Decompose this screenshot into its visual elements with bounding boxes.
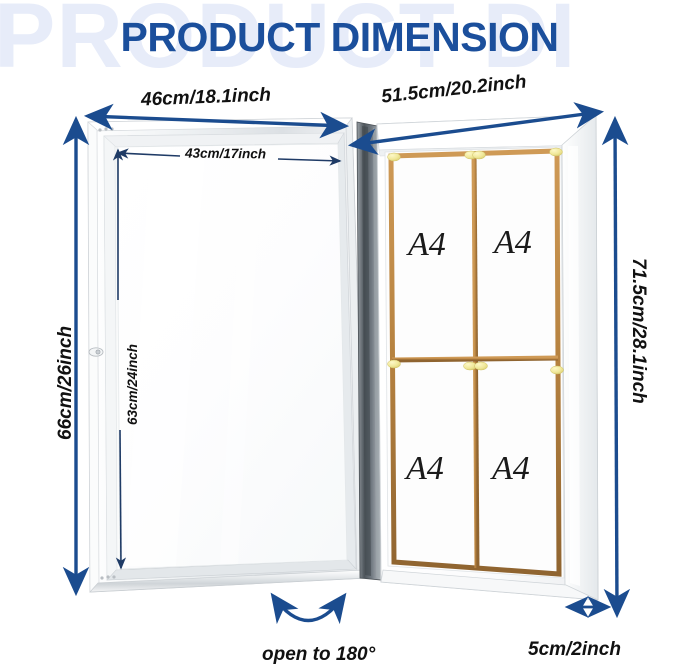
glass-door [87, 116, 367, 593]
arrow-door-inner-height-bottom [115, 429, 127, 570]
door-lock-icon [88, 347, 104, 357]
arrow-door-inner-width-right [277, 155, 342, 166]
label-case-outer-height: 71.5cm/28.1inch [628, 258, 649, 404]
watermark-text: PRODUCT DI [0, 0, 577, 86]
display-case [376, 114, 599, 601]
a4-sheet-bottom-left: A4 [406, 450, 444, 487]
dimension-arrows [62, 102, 631, 625]
page-title: PRODUCT DIMENSION [120, 14, 559, 60]
label-door-outer-height: 66cm/26inch [55, 325, 76, 440]
a4-sheet-top-right: A4 [494, 224, 532, 261]
label-door-inner-width: 43cm/17inch [184, 145, 267, 162]
label-door-inner-height: 63cm/24inch [125, 343, 140, 425]
arrow-door-outer-width [83, 103, 350, 139]
a4-sheet-top-left: A4 [408, 226, 446, 263]
label-case-depth: 5cm/2inch [528, 639, 621, 660]
a4-sheet-bottom-right: A4 [492, 450, 530, 487]
arrow-door-inner-width-left [116, 148, 181, 159]
label-open-angle: open to 180° [262, 644, 376, 665]
label-door-outer-width: 46cm/18.1inch [140, 84, 272, 111]
arrow-open-angle [270, 592, 347, 625]
arrow-case-outer-width [347, 102, 605, 155]
arrow-case-outer-height [601, 115, 631, 619]
